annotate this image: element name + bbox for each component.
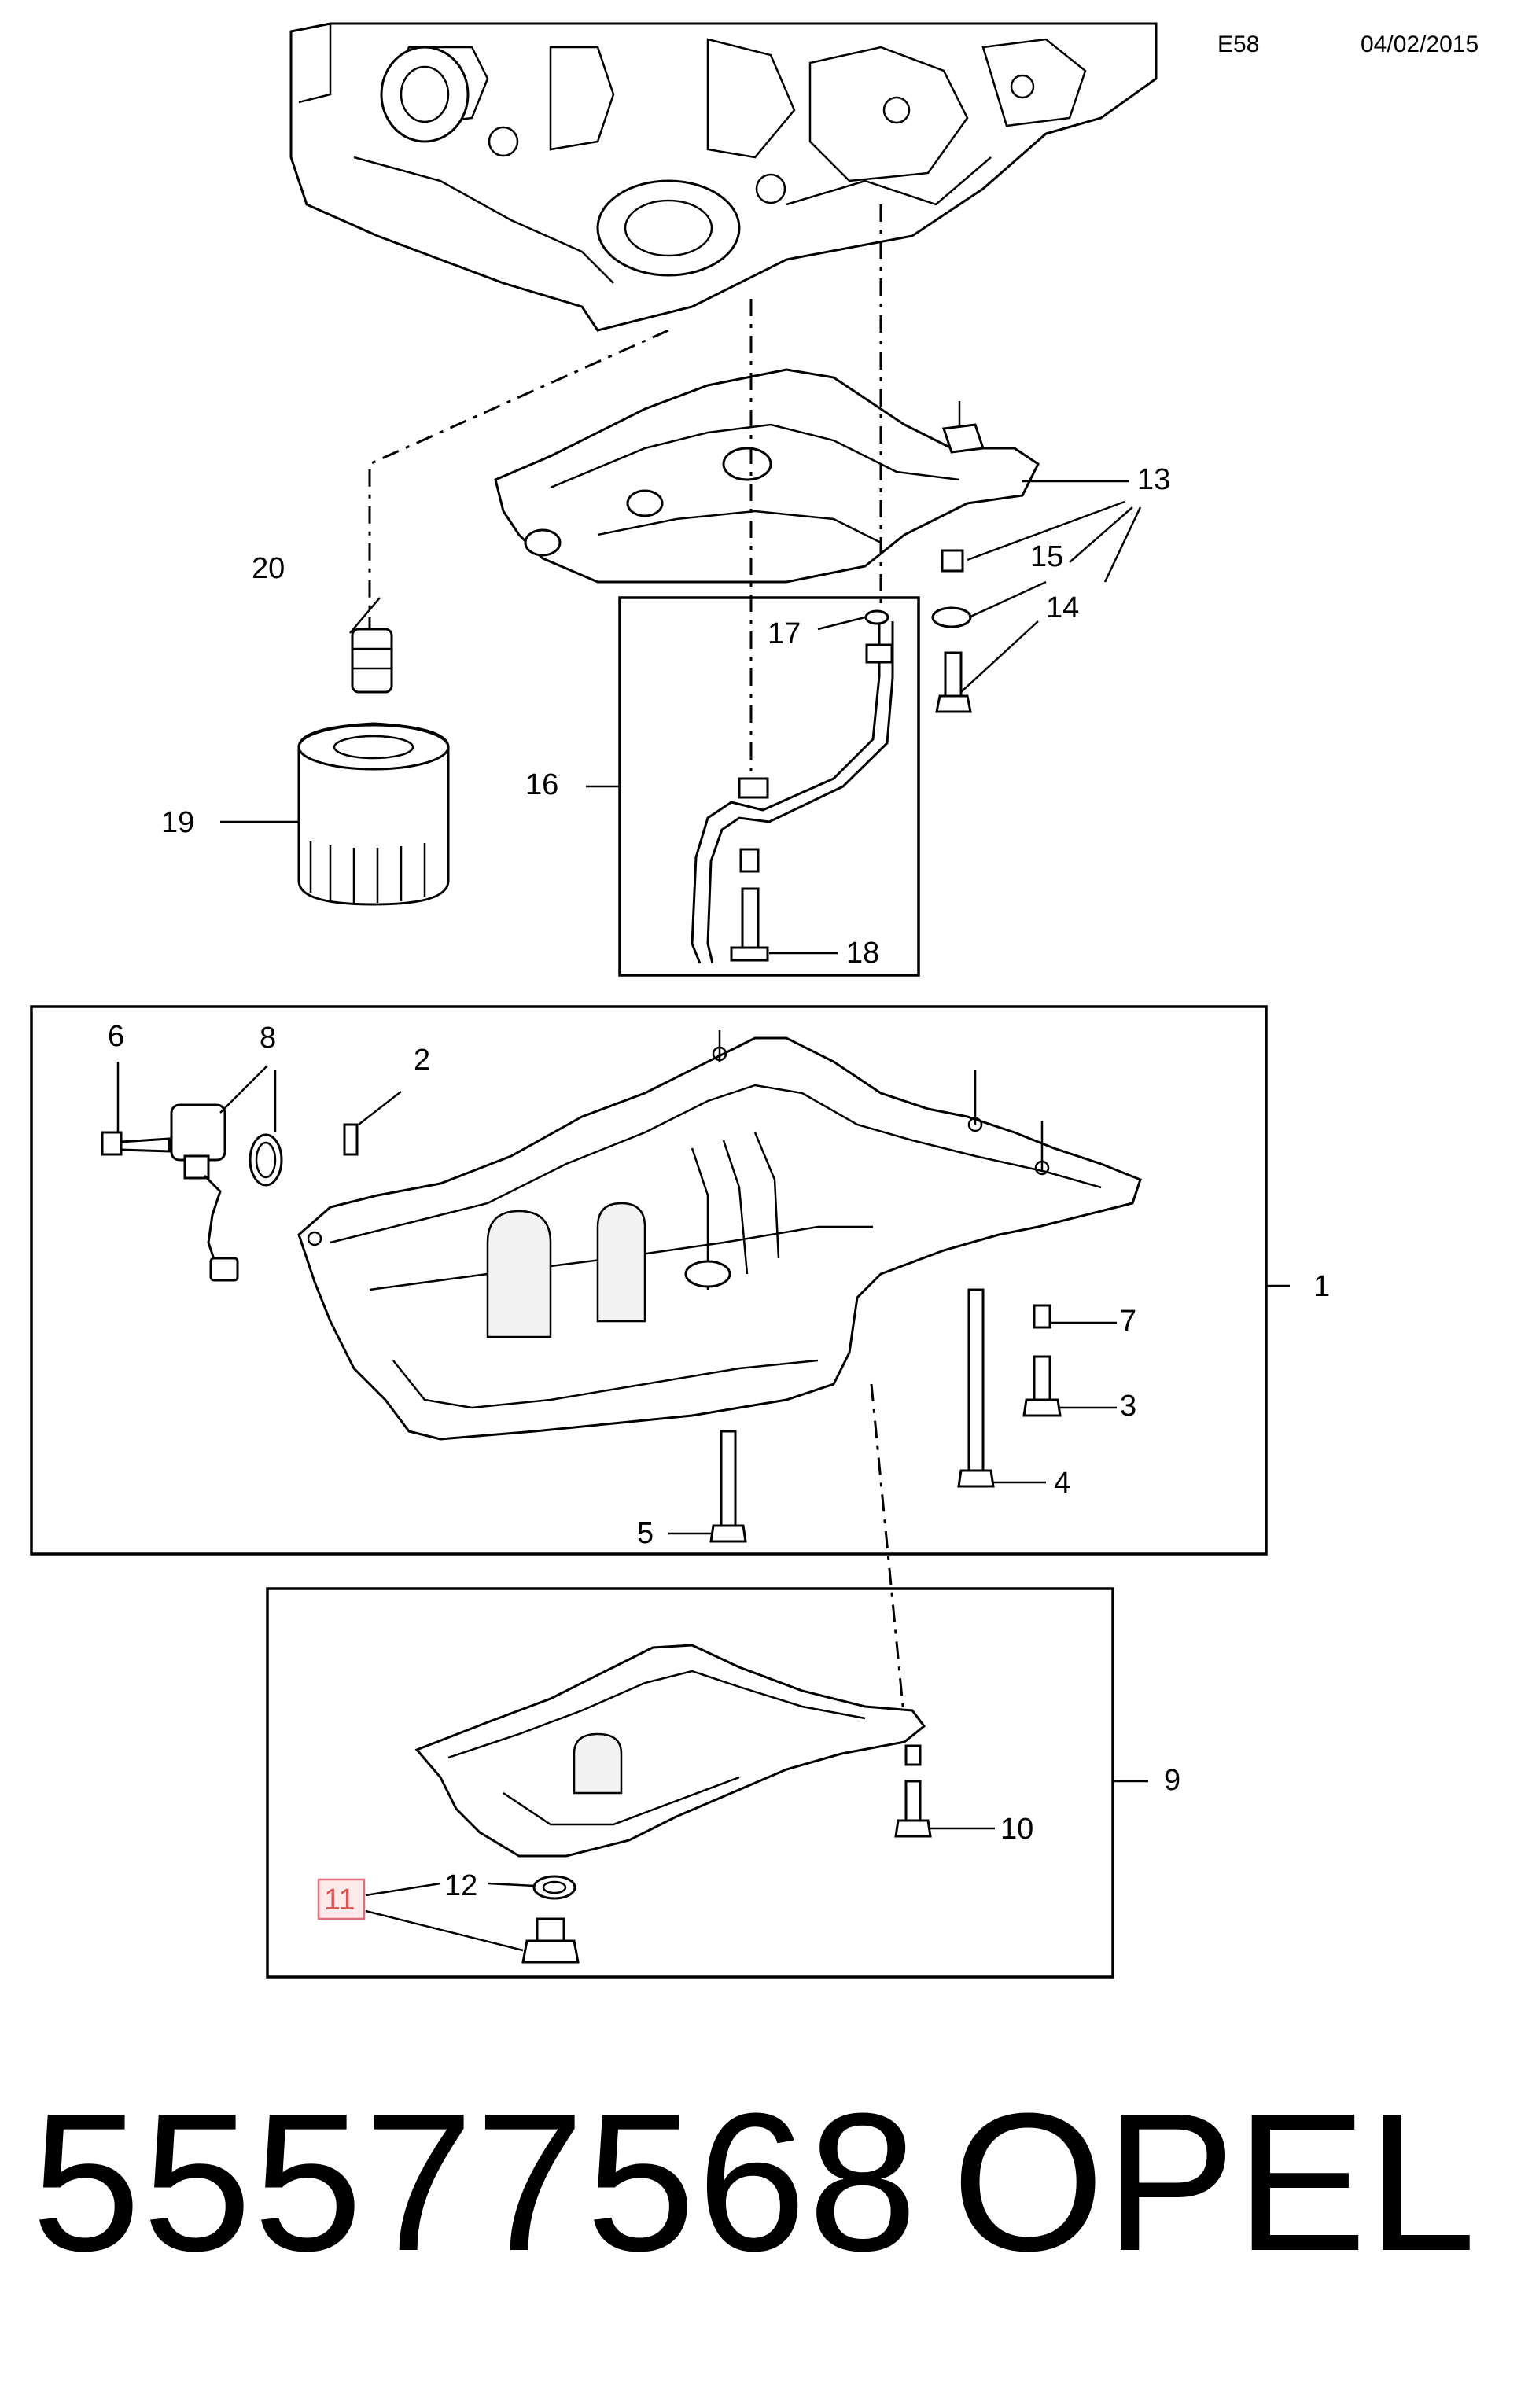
diagram-code: E58 [1217,31,1259,57]
callout-20: 20 [252,552,285,585]
callout-13: 13 [1137,463,1170,496]
callout-8: 8 [260,1022,276,1055]
upper-oil-pan-group-frame [30,1005,1268,1556]
callout-7: 7 [1120,1305,1136,1338]
callout-17: 17 [768,617,801,650]
alignment-line [368,329,669,645]
callout-4: 4 [1054,1467,1070,1500]
lower-oil-pan-group-frame [266,1587,1114,1979]
leader-lines [116,480,1290,1952]
oil-pan-bolts [709,1288,1062,1543]
callout-1: 1 [1313,1270,1330,1303]
callout-6: 6 [108,1020,124,1053]
callout-14: 14 [1046,591,1079,624]
part-number: 55577568 [31,2072,919,2292]
callout-16: 16 [525,768,558,801]
brand-name: OPEL [952,2072,1476,2292]
callout-19: 19 [161,806,194,839]
upper-oil-pan [297,1036,1142,1441]
engine-block [289,22,1158,332]
callout-18: 18 [846,937,879,970]
lower-oil-pan [414,1644,926,1858]
oil-filter [297,628,450,906]
drain-plug-and-washer [521,1875,580,1964]
callout-15: 15 [1030,540,1063,573]
callout-2: 2 [414,1044,430,1077]
callout-9: 9 [1164,1764,1180,1797]
callout-5: 5 [637,1517,654,1550]
baffle-fasteners [931,549,972,713]
callout-labels: 1 2 3 4 5 6 7 8 9 10 11 12 13 14 15 16 1… [108,463,1330,1920]
dipstick-tube [691,609,894,964]
callout-11-highlighted[interactable]: 11 [324,1883,355,1916]
oil-pump-baffle [494,368,1040,584]
oil-level-sensor [101,1103,283,1282]
highlight-box [317,1878,366,1920]
lower-pan-bolt [894,1744,932,1838]
diagram-date: 04/02/2015 [1361,31,1479,57]
dowel-pin [343,1123,359,1156]
callout-3: 3 [1120,1390,1136,1423]
callout-12: 12 [444,1869,477,1902]
callout-10: 10 [1000,1813,1033,1846]
